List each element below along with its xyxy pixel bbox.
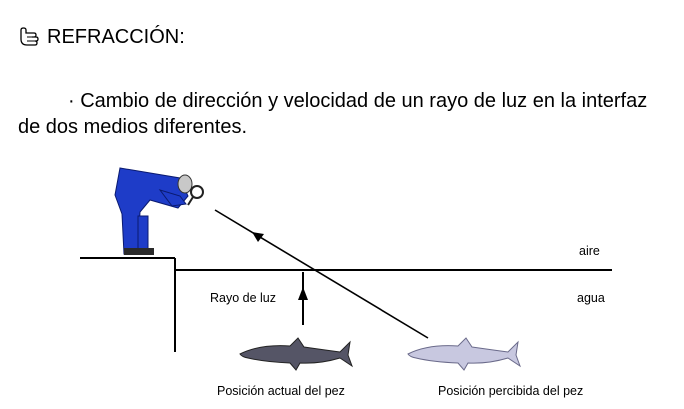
perceived-position-label: Posición percibida del pez <box>438 384 583 398</box>
detective-with-magnifying-glass-icon <box>114 167 204 255</box>
actual-fish-shark-icon <box>239 337 353 371</box>
ray-arrowhead-vertical <box>298 287 308 300</box>
section-heading: REFRACCIÓN: <box>18 26 185 49</box>
pointing-hand-icon <box>18 26 40 49</box>
perceived-ray-line <box>214 209 429 339</box>
ray-arrowhead-upper <box>252 232 264 242</box>
actual-position-label: Posición actual del pez <box>217 384 345 398</box>
section-title: REFRACCIÓN: <box>47 26 185 48</box>
refraction-definition: · Cambio de dirección y velocidad de un … <box>18 90 648 138</box>
light-ray-label: Rayo de luz <box>210 291 276 305</box>
perceived-fish-shark-icon <box>407 337 521 371</box>
water-label: agua <box>577 291 605 305</box>
air-label: aire <box>579 244 600 258</box>
